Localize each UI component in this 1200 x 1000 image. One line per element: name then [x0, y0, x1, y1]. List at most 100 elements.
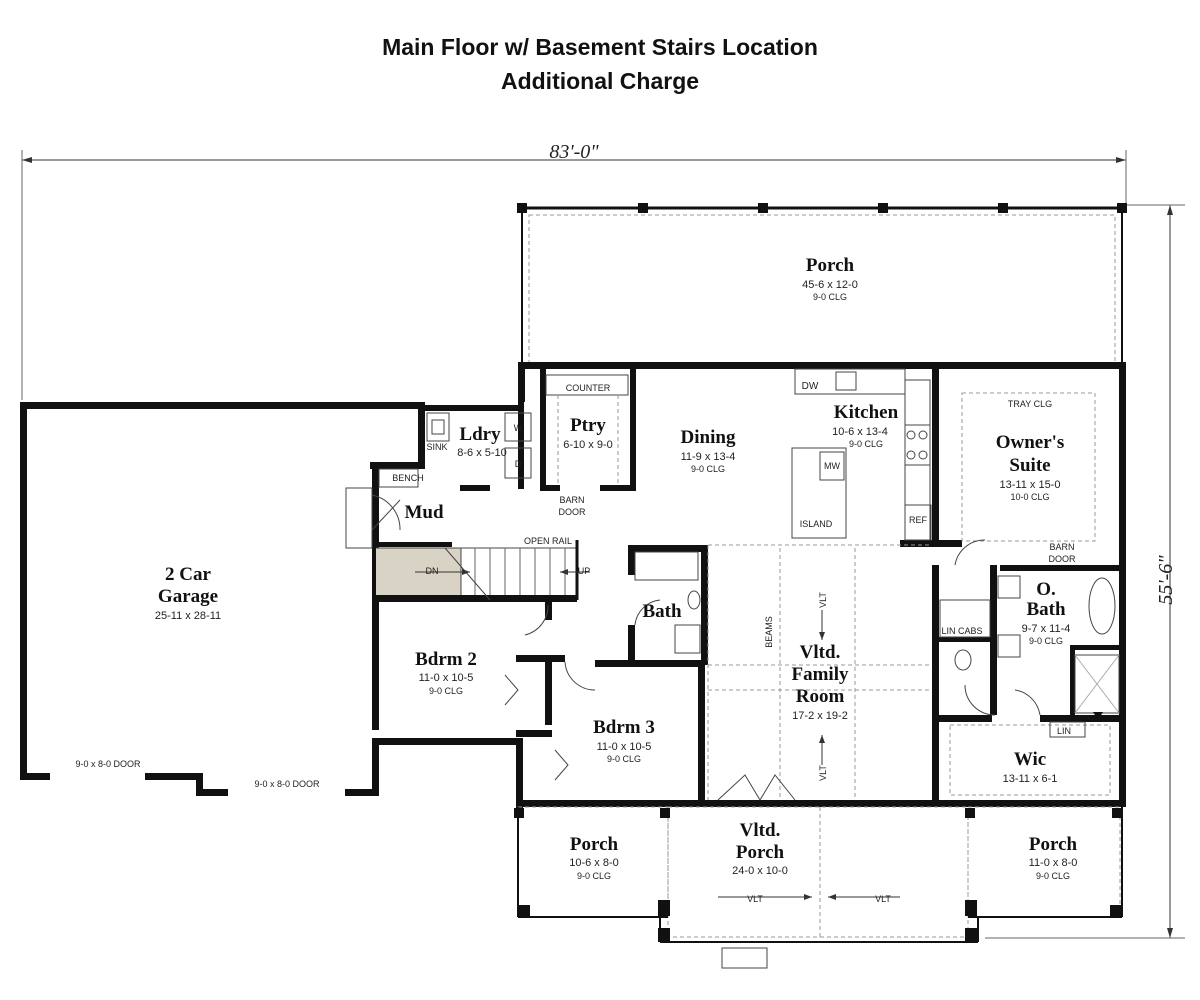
room-size: 9-7 x 11-4 — [1022, 623, 1071, 635]
dishwasher-label: DW — [802, 381, 819, 392]
room-size: 11-9 x 13-4 — [681, 451, 736, 463]
room-ceiling: 9-0 CLG — [577, 871, 611, 881]
room-name: Porch — [570, 834, 619, 855]
room-name: Bdrm 2 — [415, 649, 477, 670]
room-name-line-2: Porch — [736, 842, 785, 863]
room-owners-suite: TRAY CLG Owner's Suite 13-11 x 15-0 10-0… — [996, 399, 1076, 564]
room-bath: Bath — [642, 601, 682, 622]
room-name-line-1: Owner's — [996, 432, 1065, 453]
room-name-line-2: Garage — [158, 586, 218, 607]
room-mud: BENCH Mud OPEN RAIL DN UP — [392, 473, 590, 576]
room-size: 17-2 x 19-2 — [792, 710, 848, 722]
room-name: Wic — [1014, 749, 1046, 770]
room-name-line-3: Room — [796, 686, 845, 707]
overall-depth-label: 55'-6" — [1155, 555, 1177, 605]
room-name-line-1: Vltd. — [740, 820, 781, 841]
stairs — [376, 540, 590, 601]
barn-door-owner-label-2: DOOR — [1049, 554, 1077, 564]
garage-door-label-2: 9-0 x 8-0 DOOR — [254, 779, 320, 789]
room-name: Kitchen — [834, 402, 899, 423]
front-porches — [514, 806, 1123, 943]
room-name: Dining — [681, 427, 736, 448]
rear-porch-structure — [517, 203, 1127, 366]
stair-down-label: DN — [426, 566, 439, 576]
dryer-label: D — [515, 459, 522, 469]
linen-cabinets-label: LIN CABS — [941, 626, 982, 636]
room-ceiling: 9-0 CLG — [1029, 636, 1063, 646]
barn-door-label-1: BARN — [559, 495, 584, 505]
sink-label: SINK — [426, 442, 447, 452]
refrigerator-label: REF — [909, 515, 928, 525]
room-ceiling: 9-0 CLG — [813, 292, 847, 302]
room-size: 11-0 x 10-5 — [597, 741, 652, 753]
room-name: Ldry — [459, 424, 501, 445]
room-ceiling: 9-0 CLG — [1036, 871, 1070, 881]
room-size: 45-6 x 12-0 — [802, 279, 858, 291]
barn-door-owner-label-1: BARN — [1049, 542, 1074, 552]
room-dining: Dining 11-9 x 13-4 9-0 CLG — [681, 427, 736, 474]
room-name-line-2: Bath — [1026, 599, 1066, 620]
room-pantry: COUNTER Ptry 6-10 x 9-0 BARN DOOR — [559, 383, 613, 517]
room-size: 6-10 x 9-0 — [563, 439, 613, 451]
room-family: BEAMS VLT VLT Vltd. Family Room 17-2 x 1… — [764, 592, 849, 781]
microwave-label: MW — [824, 461, 840, 471]
door-swings — [371, 494, 1041, 801]
linen-label: LIN — [1057, 726, 1071, 736]
room-bedroom-3: Bdrm 3 11-0 x 10-5 9-0 CLG — [593, 717, 655, 764]
room-size: 24-0 x 10-0 — [732, 865, 788, 877]
vaulted-label-right: VLT — [875, 894, 891, 904]
bench-label: BENCH — [392, 473, 424, 483]
beams-label: BEAMS — [764, 616, 774, 648]
dimension-depth: 55'-6" — [985, 204, 1185, 939]
room-ceiling: 9-0 CLG — [429, 686, 463, 696]
room-ceiling: 9-0 CLG — [691, 464, 725, 474]
room-owners-bath: O. Bath 9-7 x 11-4 9-0 CLG LIN CABS LIN — [941, 579, 1071, 736]
vaulted-label-left: VLT — [747, 894, 763, 904]
room-size: 11-0 x 10-5 — [419, 672, 474, 684]
room-laundry: Ldry 8-6 x 5-10 SINK W D — [426, 423, 522, 469]
barn-door-label-2: DOOR — [559, 507, 587, 517]
room-size: 25-11 x 28-11 — [155, 610, 221, 622]
dimension-width: 83'-0" — [21, 141, 1127, 400]
room-name-line-2: Family — [792, 664, 849, 685]
vaulted-label-bottom: VLT — [818, 765, 828, 781]
room-size: 8-6 x 5-10 — [457, 447, 507, 459]
room-porch-front-left: Porch 10-6 x 8-0 9-0 CLG — [569, 834, 619, 881]
washer-label: W — [514, 423, 523, 433]
stair-up-label: UP — [578, 566, 591, 576]
garage-door-label-1: 9-0 x 8-0 DOOR — [75, 759, 141, 769]
counter-label: COUNTER — [566, 383, 611, 393]
room-size: 13-11 x 6-1 — [1003, 773, 1058, 785]
island-label: ISLAND — [800, 519, 833, 529]
plan-title-line-2: Additional Charge — [500, 68, 700, 94]
room-name: Bdrm 3 — [593, 717, 655, 738]
room-name-line-1: O. — [1036, 579, 1056, 600]
room-size: 10-6 x 13-4 — [832, 426, 888, 438]
room-ceiling: 9-0 CLG — [849, 439, 883, 449]
room-ceiling: 9-0 CLG — [607, 754, 641, 764]
plan-title-line-1: Main Floor w/ Basement Stairs Location — [382, 34, 818, 60]
room-porch-front-right: Porch 11-0 x 8-0 9-0 CLG — [1029, 834, 1078, 881]
room-size: 10-6 x 8-0 — [569, 857, 619, 869]
room-name: Porch — [1029, 834, 1078, 855]
room-name-line-1: Vltd. — [800, 642, 841, 663]
interior-walls — [372, 362, 1126, 807]
room-garage: 2 Car Garage 25-11 x 28-11 9-0 x 8-0 DOO… — [75, 564, 320, 789]
room-bedroom-2: Bdrm 2 11-0 x 10-5 9-0 CLG — [415, 649, 477, 696]
room-name: Ptry — [570, 415, 606, 436]
room-size: 11-0 x 8-0 — [1029, 857, 1078, 869]
open-rail-label: OPEN RAIL — [524, 536, 572, 546]
tray-ceiling-label: TRAY CLG — [1008, 399, 1052, 409]
vaulted-label-top: VLT — [818, 592, 828, 608]
fixtures — [345, 368, 1120, 969]
overall-width-label: 83'-0" — [549, 141, 599, 163]
room-name-line-2: Suite — [1009, 455, 1050, 476]
room-vaulted-porch: Vltd. Porch 24-0 x 10-0 VLT VLT — [732, 820, 891, 904]
room-name: Mud — [404, 502, 444, 523]
room-size: 13-11 x 15-0 — [1000, 479, 1061, 491]
room-name: Porch — [806, 255, 855, 276]
room-walk-in-closet: Wic 13-11 x 6-1 — [1003, 749, 1058, 785]
room-name-line-1: 2 Car — [165, 564, 211, 585]
room-porch-rear: Porch 45-6 x 12-0 9-0 CLG — [802, 255, 858, 302]
